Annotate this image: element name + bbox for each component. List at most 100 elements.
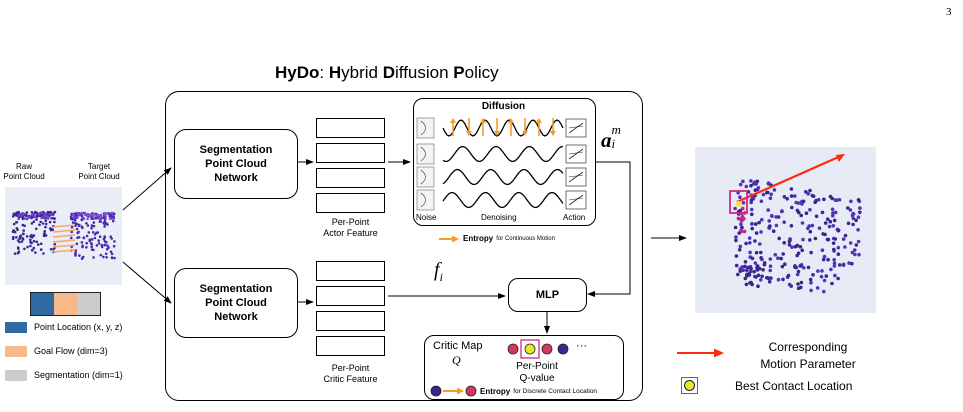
legend-item: Point Location (x, y, z): [5, 321, 123, 333]
cloud-point: [736, 272, 740, 277]
cloud-point: [810, 223, 815, 228]
cloud-point: [110, 256, 114, 260]
cloud-point: [39, 248, 43, 251]
cloud-point: [22, 212, 26, 216]
cloud-point: [836, 228, 841, 233]
cloud-point: [806, 192, 810, 196]
cloud-point: [733, 225, 738, 230]
cloud-point: [90, 224, 94, 227]
cloud-point: [81, 244, 84, 248]
denoising-wave: [442, 191, 564, 209]
diagram-title: HyDo: Hybrid Diffusion Policy: [275, 63, 499, 83]
cloud-point: [820, 248, 825, 252]
best-contact-icon: [681, 377, 698, 394]
feature-cell: [316, 118, 385, 138]
cloud-point: [112, 219, 115, 223]
critic-map-dots: [507, 339, 569, 359]
cloud-point: [820, 210, 825, 215]
cloud-point: [816, 197, 821, 202]
cloud-point: [103, 235, 106, 238]
cloud-point: [767, 279, 772, 284]
cloud-point: [799, 285, 803, 290]
orange-arrow-icon: [439, 235, 459, 242]
cloud-point: [112, 215, 115, 218]
cloud-point: [798, 245, 803, 249]
cloud-point: [77, 213, 81, 217]
cloud-point: [749, 207, 754, 212]
cloud-point: [843, 233, 848, 238]
cloud-point: [826, 217, 830, 221]
entropy-word: Entropy: [463, 234, 494, 243]
cloud-point: [832, 261, 837, 266]
cloud-point: [740, 218, 744, 223]
cloud-point: [15, 221, 19, 224]
cloud-point: [830, 207, 835, 212]
cloud-point: [92, 216, 96, 220]
cloud-point: [76, 211, 79, 215]
cloud-point: [112, 244, 116, 248]
dot-to-dot-arrow-icon: [430, 385, 477, 397]
cloud-point: [800, 248, 804, 253]
cloud-point: [103, 213, 107, 217]
cloud-point: [774, 223, 779, 228]
cloud-point: [42, 252, 45, 255]
cloud-point: [836, 276, 840, 281]
cloud-point: [836, 252, 841, 256]
cloud-point: [48, 213, 52, 216]
cloud-point: [44, 212, 47, 215]
cloud-point: [37, 212, 41, 216]
q-dot: [524, 343, 536, 355]
cloud-point: [102, 255, 105, 259]
noise-curve: [420, 146, 426, 162]
cloud-point: [806, 265, 811, 270]
cloud-point: [808, 229, 813, 234]
cloud-point: [75, 227, 79, 231]
cloud-point: [768, 264, 773, 268]
cloud-point: [106, 223, 109, 226]
cloud-point: [804, 211, 809, 215]
cloud-point: [103, 225, 106, 228]
input-legend: Point Location (x, y, z) Goal Flow (dim=…: [5, 321, 123, 381]
q-symbol: Q: [452, 353, 461, 367]
cloud-point: [89, 214, 92, 217]
cloud-point: [750, 256, 755, 261]
cloud-point: [809, 281, 813, 285]
cloud-point: [816, 269, 820, 273]
cloud-point: [754, 222, 758, 226]
cloud-point: [815, 286, 820, 290]
action-label: Action: [563, 213, 586, 222]
title-segment: D: [382, 63, 395, 82]
cloud-point: [795, 272, 800, 277]
cloud-point: [53, 210, 57, 214]
cloud-point: [753, 261, 758, 265]
cloud-point: [762, 261, 767, 265]
cloud-point: [856, 239, 861, 244]
cloud-point: [34, 251, 37, 254]
cloud-point: [70, 230, 73, 234]
feature-cell: [316, 143, 385, 163]
cloud-point: [760, 218, 764, 222]
cloud-point: [98, 235, 102, 238]
cloud-point: [90, 248, 94, 251]
cloud-point: [814, 214, 819, 219]
cloud-point: [85, 222, 88, 225]
diffusion-title: Diffusion: [481, 101, 526, 112]
cloud-point: [781, 252, 785, 256]
cloud-point: [111, 217, 114, 220]
noise-curve: [420, 169, 426, 185]
cloud-point: [13, 230, 17, 234]
cloud-point: [745, 274, 749, 278]
cloud-point: [783, 262, 787, 266]
diffusion-box: [413, 98, 596, 226]
cloud-point: [45, 214, 49, 217]
cloud-point: [91, 213, 94, 217]
cloud-point: [70, 245, 73, 249]
cloud-point: [739, 229, 744, 234]
cloud-point: [759, 199, 764, 203]
cloud-point: [30, 222, 34, 225]
cloud-point: [796, 251, 801, 256]
actor-feature-stack: [316, 118, 385, 213]
entropy-word: Entropy: [480, 386, 511, 396]
